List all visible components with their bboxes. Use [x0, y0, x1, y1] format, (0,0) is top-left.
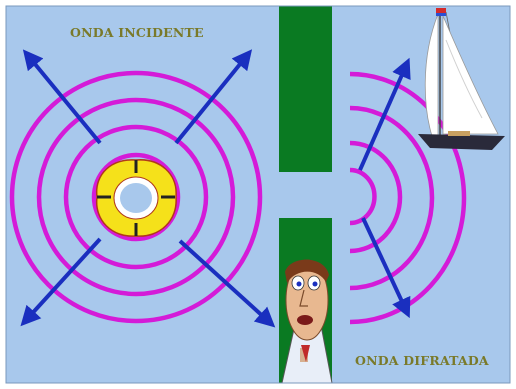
- wavefront-arc: [349, 105, 435, 291]
- arrow-upper-right: [174, 49, 253, 145]
- arrow-lower-right: [178, 239, 276, 328]
- wavefront-arc: [349, 167, 377, 226]
- sailboat-icon: [418, 8, 505, 150]
- incident-wavefronts: [9, 70, 263, 324]
- lifebuoy-icon: [96, 159, 177, 237]
- arrow-diffracted-down: [361, 217, 411, 319]
- diffracted-wave-label: ONDA DIFRATADA: [355, 353, 489, 368]
- breakwater-upper: [279, 6, 332, 172]
- incident-arrows: [20, 49, 276, 328]
- wavefront-ring: [9, 70, 263, 324]
- arrow-diffracted-up: [358, 57, 411, 171]
- wavefront-ring: [63, 124, 209, 270]
- incident-wave-label: ONDA INCIDENTE: [70, 25, 204, 40]
- wavefront-ring: [91, 152, 181, 242]
- arrow-lower-left: [20, 237, 102, 327]
- wavefront-ring: [36, 97, 236, 297]
- cartoon-man-icon: [281, 259, 333, 384]
- diffracted-arrows: [358, 57, 411, 319]
- arrow-upper-left: [22, 49, 102, 145]
